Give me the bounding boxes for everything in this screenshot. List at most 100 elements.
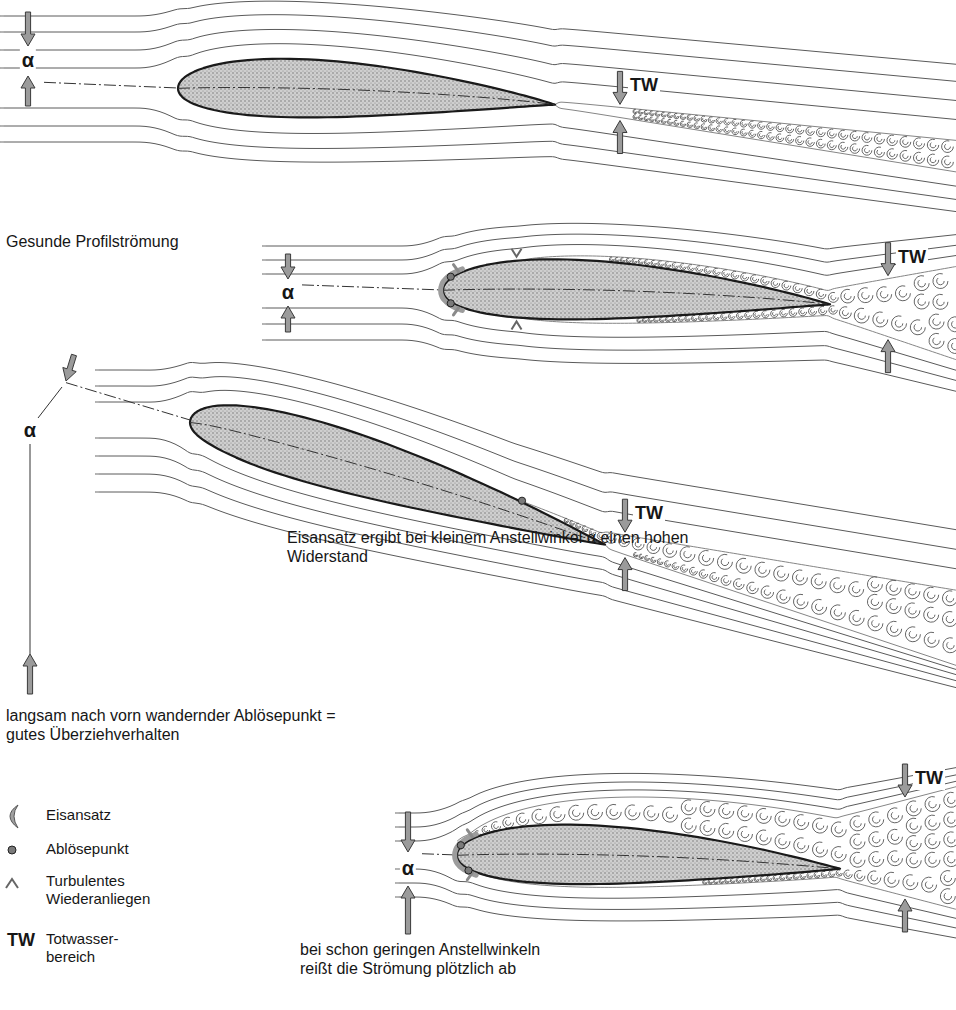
turbulence-swirl [633,109,637,113]
angle-label: α [22,418,38,442]
turbulence-swirl [940,889,955,904]
turbulence-swirl [657,559,663,565]
turbulence-swirl [868,616,883,631]
caption-text: Eisansatz ergibt bei kleinem Anstellwink… [287,528,707,566]
turbulence-swirl [944,832,956,847]
turbulence-swirl [836,870,842,876]
turbulence-swirl [925,797,940,812]
turbulence-swirl [742,878,747,883]
turbulence-swirl [745,312,752,319]
turbulence-swirl [868,871,881,884]
legend-text: Eisansatz [46,806,111,824]
turbulence-swirl [706,315,712,321]
turbulence-swirl [503,817,514,828]
turbulence-swirl [914,294,929,309]
turbulence-swirl [661,112,666,117]
turbulence-swirl [516,813,529,826]
turbulence-swirl [719,803,734,818]
turbulence-swirl [774,566,789,581]
turbulence-swirl [680,121,685,126]
dead-water-label: TW [913,768,945,790]
separation-point [465,867,472,874]
turbulence-swirl [873,312,888,327]
turbulence-swirl [681,818,696,833]
streamline [395,780,956,841]
turbulence-swirl [811,574,826,589]
turbulence-swirl [816,289,826,299]
chord-line [178,88,554,105]
reattachment-symbol [6,879,18,888]
reattachment-mark [512,249,522,257]
flow-arrow [898,899,912,932]
turbulence-swirl [651,260,656,265]
turbulence-swirl [664,561,670,567]
turbulence-swirl [782,281,791,290]
turbulence-swirl [850,131,860,141]
turbulence-swirl [767,133,774,140]
turbulence-swirl [874,134,884,144]
turbulence-swirl [850,834,865,849]
streamline [262,234,956,262]
turbulence-swirl [925,815,940,830]
turbulence-swirl [651,557,656,562]
dead-water-label: TW [896,247,928,269]
caption-text: langsam nach vorn wandernder Ablösepunkt… [6,706,346,744]
turbulence-swirl [771,310,778,317]
turbulence-swirl [780,875,785,880]
streamline [0,126,956,200]
turbulence-swirl [867,594,882,609]
turbulence-swirl [777,590,790,603]
turbulence-swirl [841,289,855,303]
turbulence-swirl [792,570,807,585]
turbulence-swirl [654,317,659,322]
turbulence-swirl [793,284,802,293]
flow-arrow [881,243,895,276]
turbulence-swirl [740,120,747,127]
turbulence-swirl [905,584,920,599]
turbulence-swirl [714,879,718,883]
turbulence-swirl [700,821,715,836]
turbulence-swirl [942,156,954,168]
streamline [262,223,956,249]
turbulence-swirl [844,870,852,878]
turbulence-swirl [828,292,838,302]
turbulence-swirl [831,822,846,837]
turbulence-swirl [615,257,619,261]
turbulence-swirl [725,879,730,884]
turbulence-swirl [699,570,707,578]
turbulence-swirl [905,627,920,642]
turbulence-swirl [755,562,770,577]
streamline [95,390,956,569]
turbulence-swirl [737,806,752,821]
streamline [0,142,956,212]
turbulence-swirl [737,827,752,842]
streamline [95,377,956,550]
flow-arrow [23,654,37,694]
turbulence-swirl [771,279,780,288]
turbulence-swirl [944,812,956,827]
turbulence-swirl [900,150,911,161]
turbulence-swirl [839,142,848,151]
flow-arrow [21,12,35,46]
streamline [0,108,956,187]
airfoil-profile [178,59,555,118]
turbulence-swirl [736,878,741,883]
turbulence-swirl [773,875,778,880]
turbulence-swirl [794,838,809,853]
airfoil-profile [443,259,830,319]
chord-extension [44,82,178,88]
turbulence-swirl [674,120,679,125]
turbulence-swirl [701,124,707,130]
turbulence-swirl [850,144,860,154]
turbulence-swirl [812,599,827,614]
turbulence-swirl [748,877,753,882]
ice-accretion [455,834,477,875]
turbulence-swirl [732,119,739,126]
turbulence-swirl [886,599,901,614]
turbulence-swirl [887,621,902,636]
turbulence-swirl [680,547,695,562]
streamline [395,883,956,929]
turbulence-swirl [741,273,749,281]
